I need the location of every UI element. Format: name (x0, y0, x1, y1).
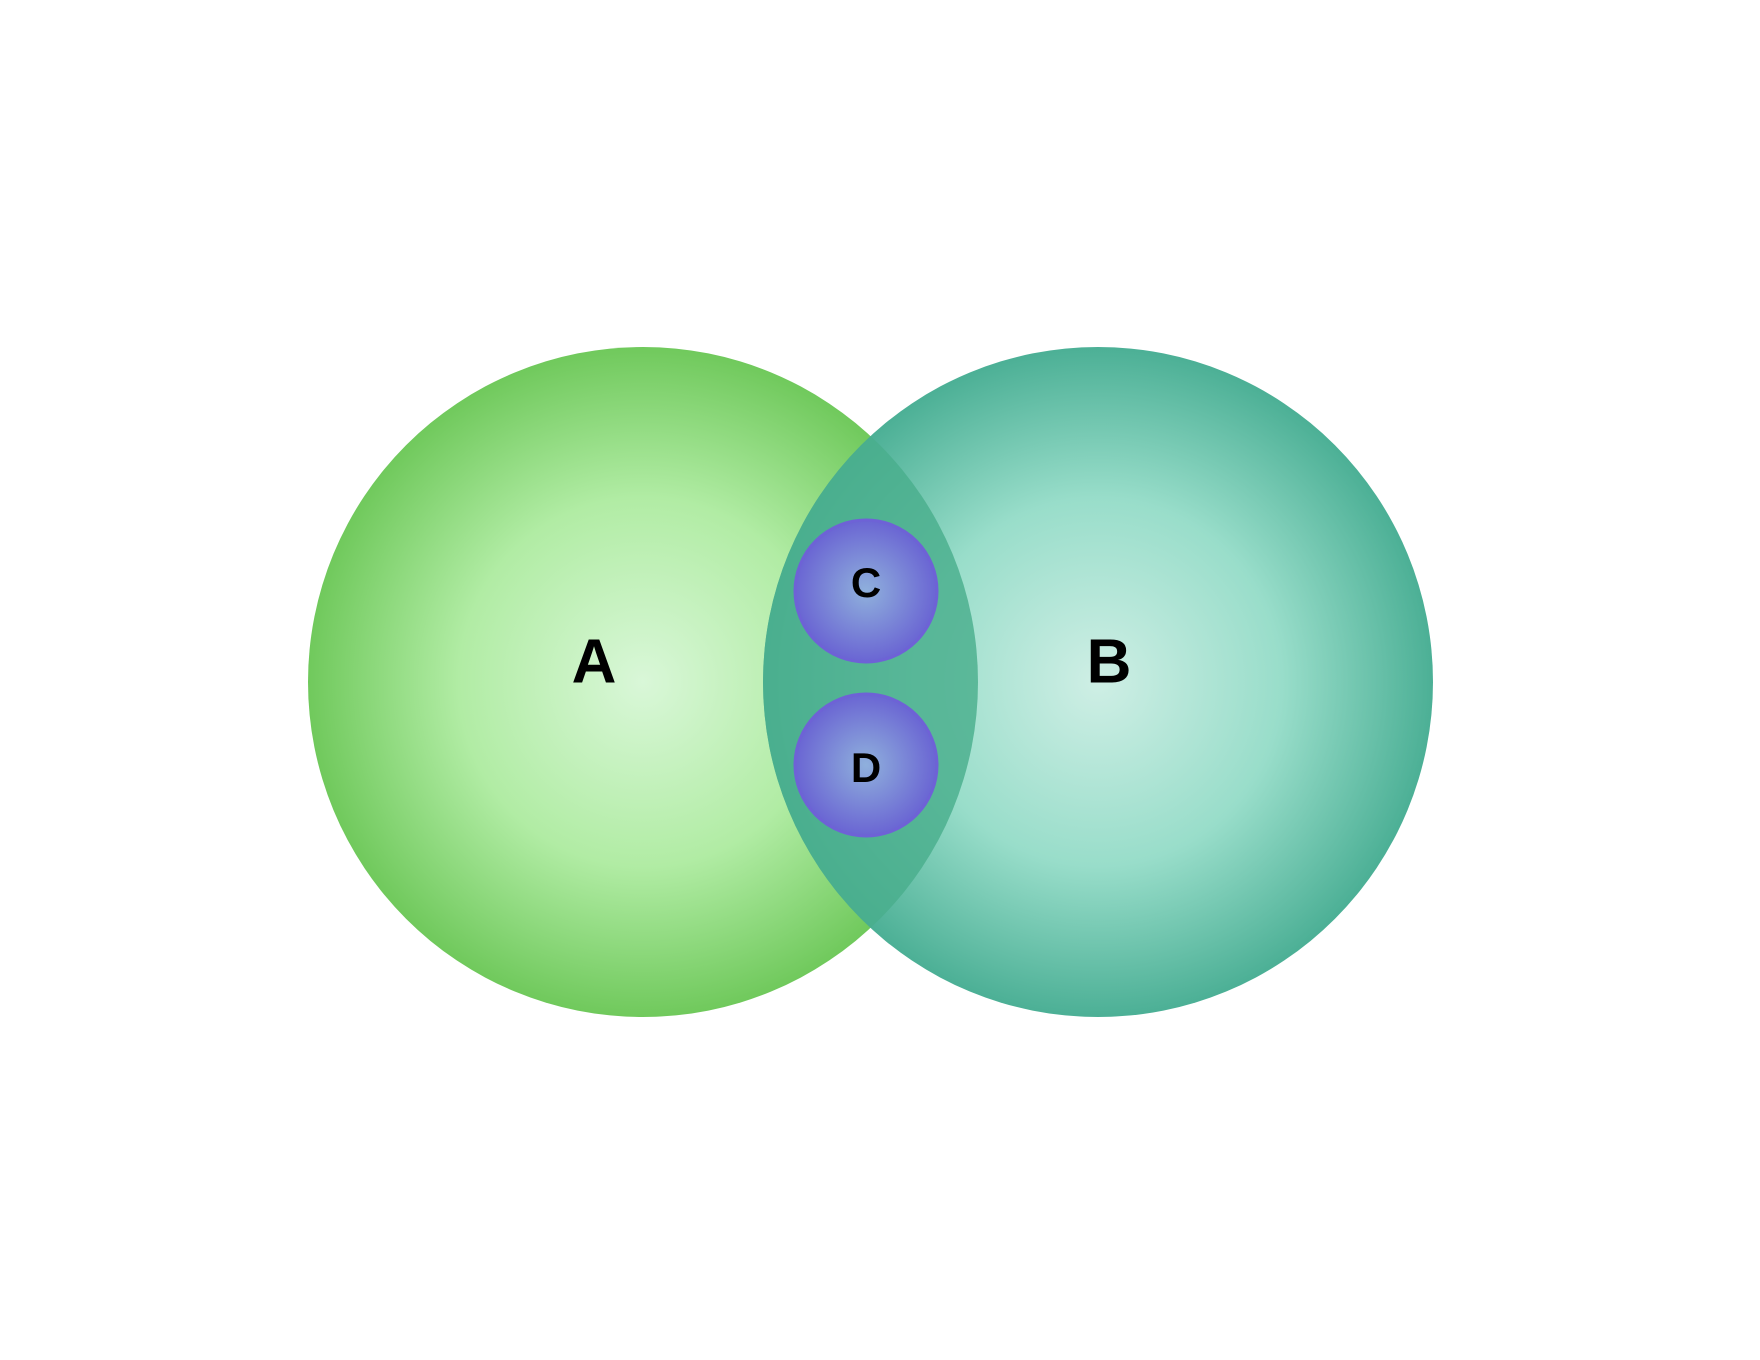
set-b-label: B (1087, 627, 1132, 696)
element-d-circle (793, 692, 939, 838)
element-c-label: C (851, 559, 881, 606)
overlap-a-b (763, 347, 978, 1017)
set-a-label: A (572, 627, 617, 696)
element-d-label: D (851, 744, 881, 791)
element-c-circle (793, 518, 939, 664)
